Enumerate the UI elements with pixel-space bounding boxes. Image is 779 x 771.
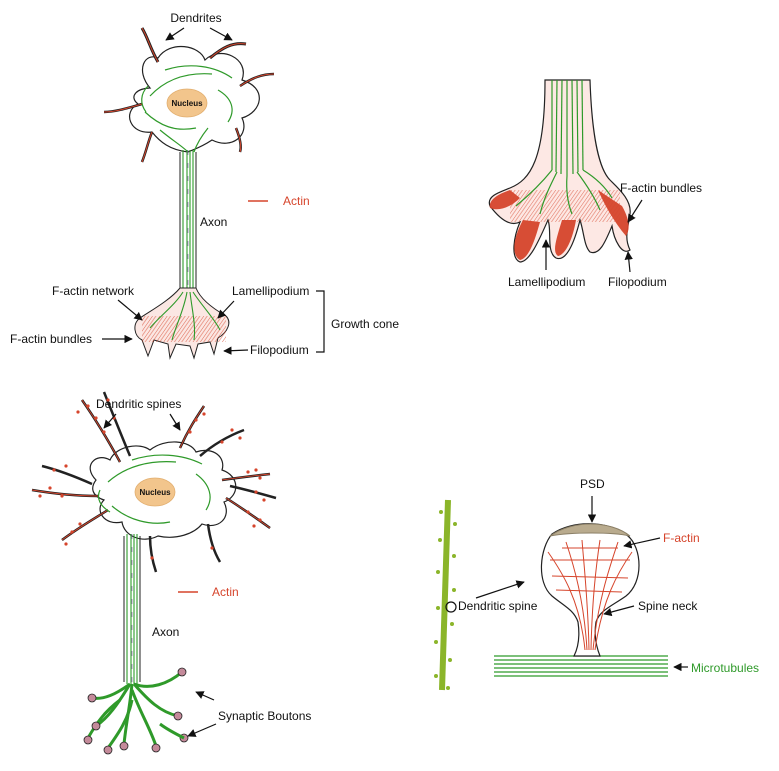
label-lamellipodium-a: Lamellipodium — [232, 284, 309, 298]
label-dendritic-spine-d: Dendritic spine — [458, 599, 538, 613]
label-dendrites-a: Dendrites — [170, 11, 221, 25]
nucleus-c-label: Nucleus — [139, 488, 171, 497]
label-f-actin-bundles-a: F-actin bundles — [10, 332, 92, 346]
axon-terminals-c — [88, 672, 182, 748]
panel-c-neuron: Nucleus Dendritic spines A — [32, 392, 311, 754]
axon-c — [124, 536, 140, 682]
microtubule-bundle-d — [494, 656, 668, 676]
label-psd-d: PSD — [580, 477, 605, 491]
dendrite-a3 — [240, 74, 274, 86]
growth-cone-bracket — [316, 291, 324, 352]
synaptic-boutons-c — [84, 668, 188, 754]
label-synaptic-boutons-c: Synaptic Boutons — [218, 709, 311, 723]
legend-actin-a-label: Actin — [283, 194, 310, 208]
label-axon-c: Axon — [152, 625, 179, 639]
label-growth-cone: Growth cone — [331, 317, 399, 331]
label-filopodium-a: Filopodium — [250, 343, 309, 357]
panel-d-spine: PSD F-actin Dendritic spine Spine neck M… — [434, 477, 759, 690]
legend-actin-c-label: Actin — [212, 585, 239, 599]
panel-a-neuron: Nucleus Dendrites Actin Axon F-actin net… — [10, 11, 399, 358]
label-f-actin-bundles-b: F-actin bundles — [620, 181, 702, 195]
label-axon-a: Axon — [200, 215, 227, 229]
label-lamellipodium-b: Lamellipodium — [508, 275, 585, 289]
label-dendritic-spines-c: Dendritic spines — [96, 397, 181, 411]
label-microtubules-d: Microtubules — [691, 661, 759, 675]
label-f-actin-network-a: F-actin network — [52, 284, 135, 298]
label-spine-neck-d: Spine neck — [638, 599, 698, 613]
nucleus-a-label: Nucleus — [171, 99, 203, 108]
label-f-actin-d: F-actin — [663, 531, 700, 545]
dendrite-segment-d — [442, 500, 448, 690]
label-filopodium-b: Filopodium — [608, 275, 667, 289]
panel-b-growth-cone: F-actin bundles Lamellipodium Filopodium — [489, 80, 702, 289]
